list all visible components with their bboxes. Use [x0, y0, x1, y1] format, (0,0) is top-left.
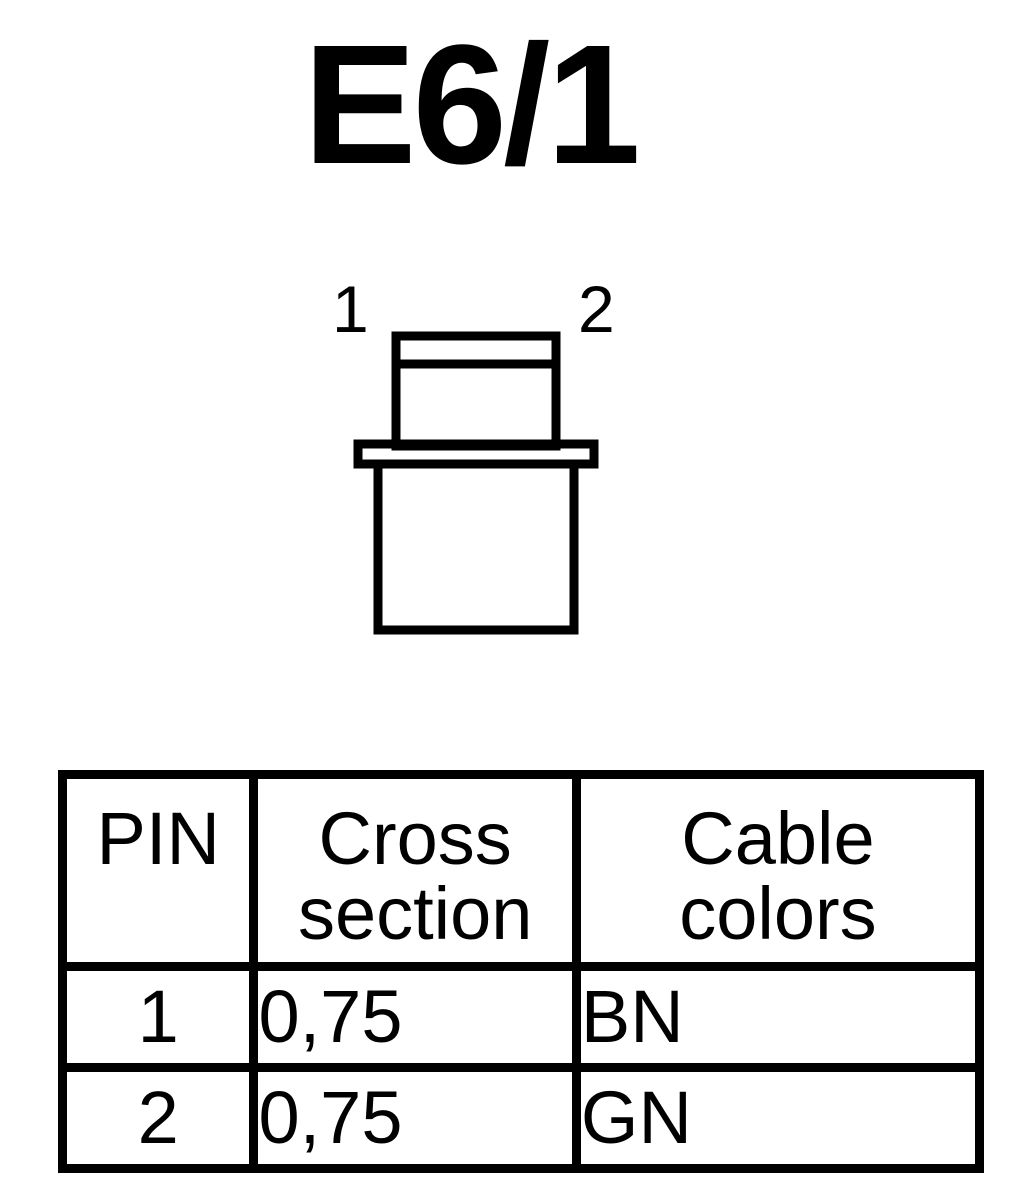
cross-section-value: 0,75 — [249, 962, 581, 1072]
table-row: 1 0,75 BN — [57, 962, 985, 1072]
plug-top-cap — [391, 331, 561, 451]
header-cross-section: Cross section — [249, 770, 581, 971]
plug-body — [373, 459, 579, 635]
cable-color-value: BN — [571, 962, 985, 1072]
header-pin: PIN — [57, 770, 259, 971]
pin-number: 2 — [57, 1063, 259, 1173]
pin-number: 1 — [57, 962, 259, 1072]
cable-color-value: GN — [571, 1063, 985, 1173]
table-header-row: PIN Cross section Cable colors — [57, 770, 985, 971]
header-cable-colors: Cable colors — [571, 770, 985, 971]
pin-label-2: 2 — [578, 272, 615, 346]
pin-assignment-table: PIN Cross section Cable colors 1 0,75 BN… — [57, 770, 985, 1173]
pin-label-1: 1 — [332, 272, 369, 346]
connector-title: E6/1 — [303, 10, 641, 200]
connector-plug — [353, 331, 599, 635]
table-row: 2 0,75 GN — [57, 1063, 985, 1173]
cross-section-value: 0,75 — [249, 1063, 581, 1173]
connector-diagram: 1 2 — [332, 272, 615, 635]
